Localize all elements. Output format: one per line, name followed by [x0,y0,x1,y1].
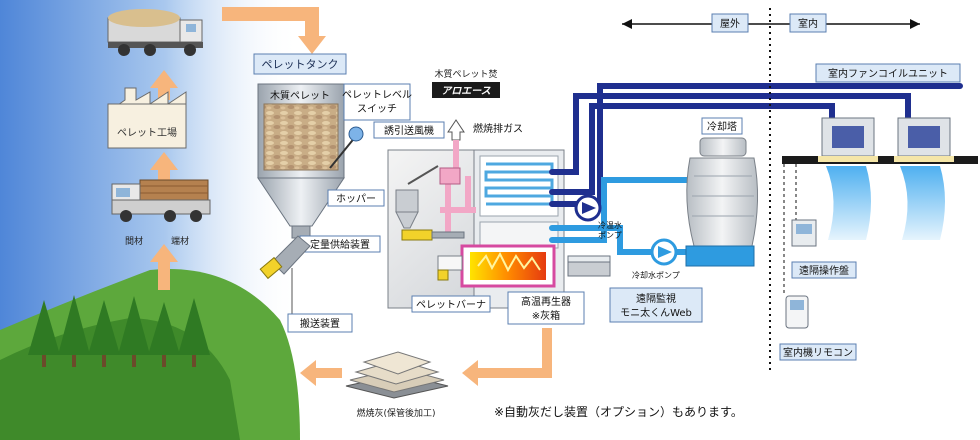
fan-coil-unit-label: 室内ファンコイルユニット [828,67,948,80]
remote-monitor-label-1: 遠隔監視 [636,292,676,305]
level-switch-label-2: スイッチ [357,103,397,115]
remote-panel [791,219,817,247]
remote-monitor-label-2: モニ太くんWeb [620,306,692,319]
burner [401,229,556,288]
hot-water-pump [574,194,602,222]
pellet-factory [107,87,187,149]
footnote: ※自動灰だし装置（オプション）もあります。 [494,405,743,419]
pellet-factory-label: ペレット工場 [117,126,177,139]
ash-box-label: ※灰箱 [532,309,560,322]
level-switch [329,126,364,169]
hot-water-pump-label-2: ポンプ [598,231,622,240]
conveyor-label: 搬送装置 [300,317,340,330]
remote-control-label: 室内機リモコン [783,346,853,359]
location-legend [622,13,920,33]
induced-fan [439,167,461,185]
hopper-label: ホッパー [336,193,376,205]
ash-flow-arrows [300,328,552,386]
cool-air-flow [826,166,945,240]
exhaust-gas-label: 燃焼排ガス [473,122,523,135]
conveyor [259,235,311,280]
ash-label: 燃焼灰(保管後加工) [356,407,435,419]
brand-name: アロエース [441,86,491,97]
cooling-water-pump [650,238,678,266]
feeder-label: 定量供給装置 [310,238,370,251]
log-truck [111,179,211,222]
hot-water-pump-label-1: 冷温水 [598,220,622,230]
remote-control-device [785,295,809,329]
pellet-truck [107,9,203,56]
outdoor-label: 屋外 [720,18,740,30]
arrow-to-tank [222,7,319,36]
exhaust-arrow [447,119,465,141]
burner-label: ペレットバーナ [416,299,486,311]
remote-panel-label: 遠隔操作盤 [799,264,849,277]
brand-caption: 木質ペレット焚 [434,68,497,80]
level-switch-label-1: ペレットレベル [342,89,412,101]
remote-monitor-device [567,255,611,277]
cyclone [395,165,439,229]
induced-fan-label: 誘引送風機 [384,124,434,137]
cooling-tower [685,137,759,267]
wood-type-offcut: 端材 [171,235,189,247]
pellet-tank-label: ペレットタンク [262,58,339,71]
wood-pellet-label: 木質ペレット [270,89,330,102]
forest-hills [0,269,300,440]
cooling-water-pump-label: 冷却水ポンプ [632,270,680,280]
supply-arrows [150,70,178,290]
cooling-tower-label: 冷却塔 [707,120,737,133]
control-lines [783,164,797,296]
ash-bags [345,351,449,399]
wood-type-thinning: 間材 [125,235,143,247]
indoor-label: 室内 [798,17,818,30]
fan-coil-units [782,117,978,164]
pellet-tank-label-box [253,53,347,75]
pellet-tank [257,83,345,239]
regenerator-label: 高温再生器 [521,295,571,308]
